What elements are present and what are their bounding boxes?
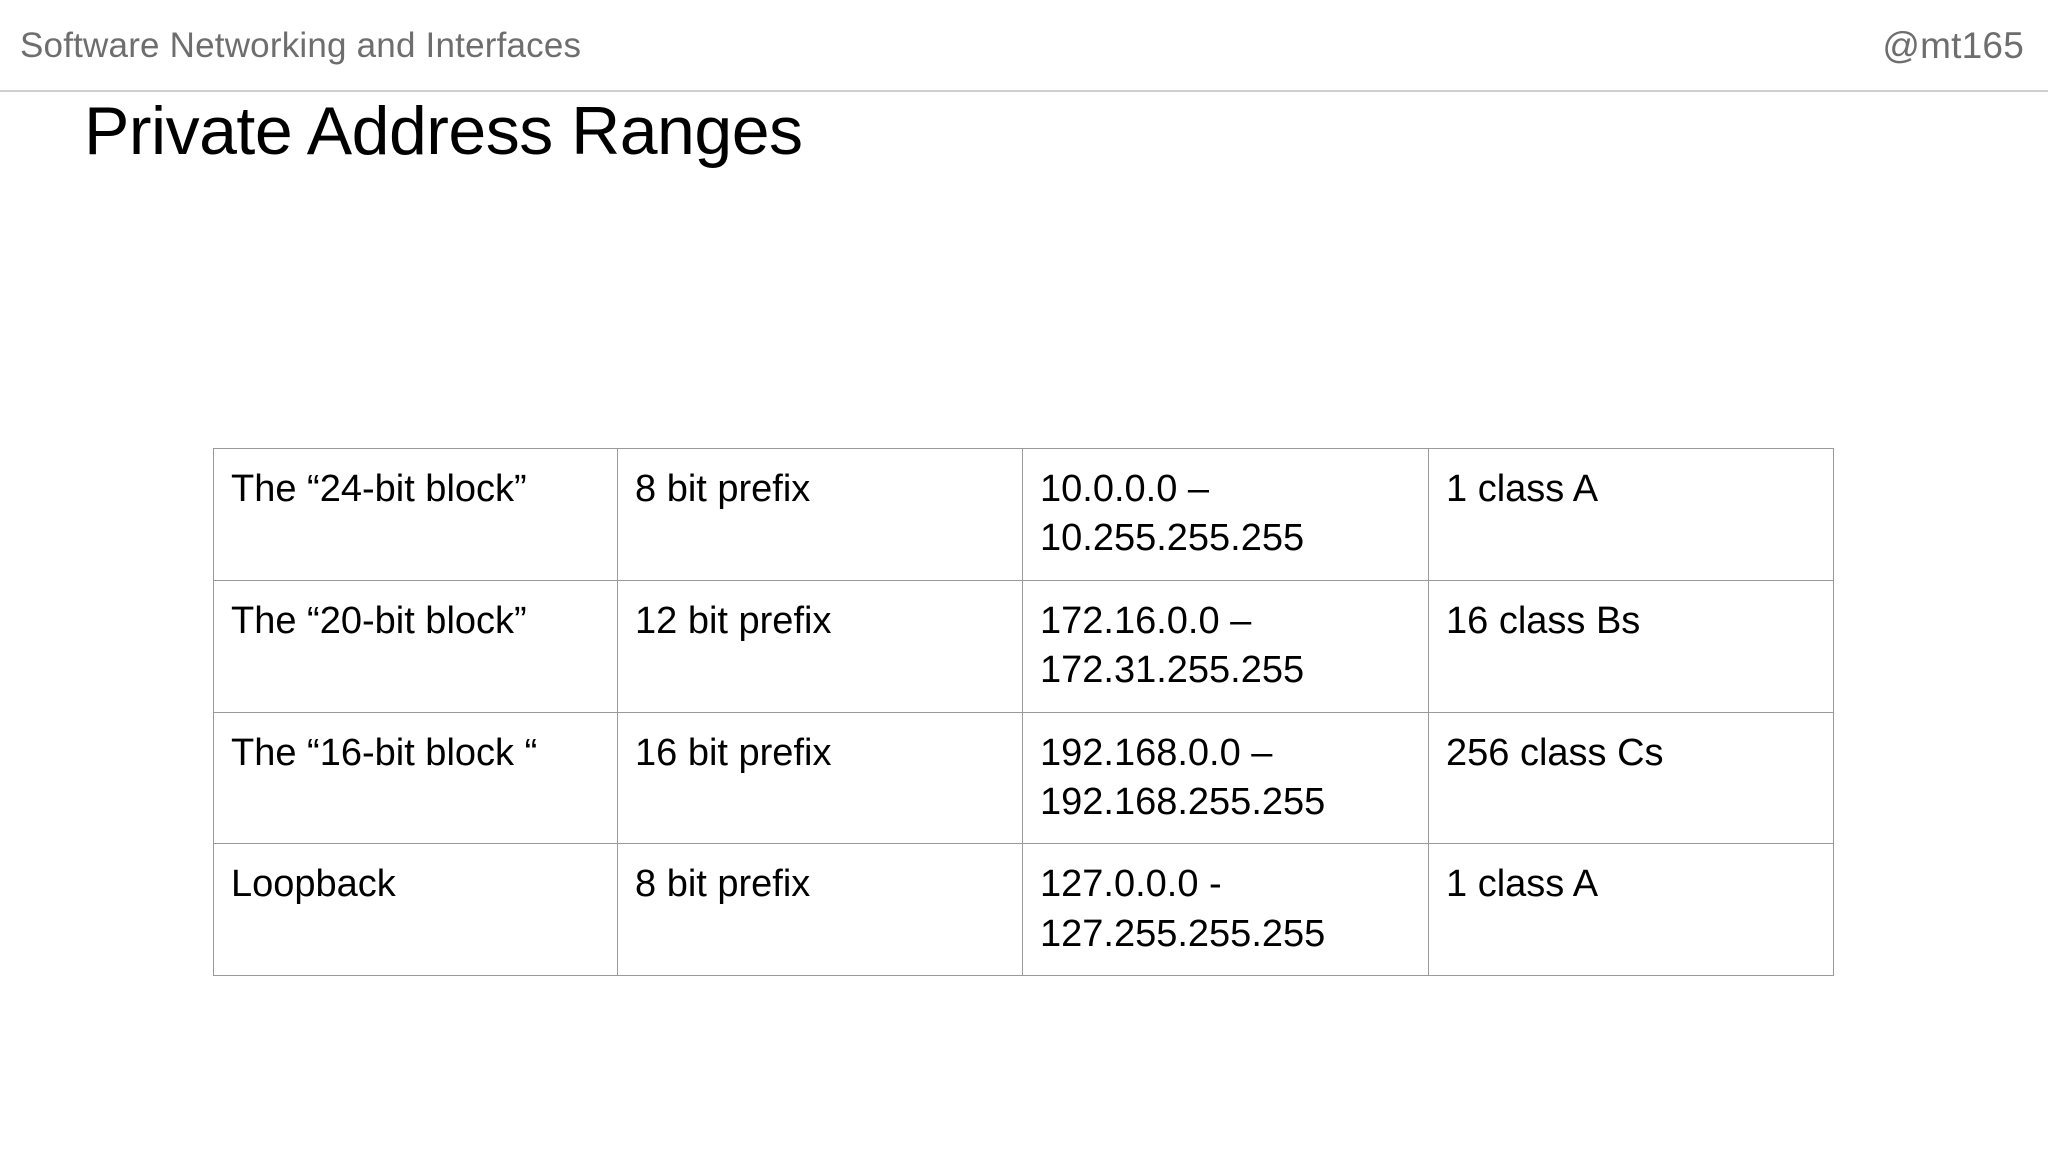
cell-block-name: Loopback — [213, 843, 618, 977]
cell-prefix: 12 bit prefix — [617, 579, 1023, 713]
cell-prefix: 16 bit prefix — [617, 711, 1023, 845]
cell-prefix: 8 bit prefix — [617, 448, 1023, 581]
table-row: The “20-bit block” 12 bit prefix 172.16.… — [213, 579, 1834, 713]
range-line-end: 192.168.255.255 — [1040, 780, 1326, 823]
author-handle: @mt165 — [1882, 24, 2024, 66]
cell-class-count: 1 class A — [1428, 843, 1834, 977]
cell-prefix: 8 bit prefix — [617, 843, 1023, 977]
table-row: Loopback 8 bit prefix 127.0.0.0 - 127.25… — [213, 843, 1834, 977]
table-row: The “16-bit block “ 16 bit prefix 192.16… — [213, 711, 1834, 845]
cell-class-count: 16 class Bs — [1428, 579, 1834, 713]
cell-block-name: The “20-bit block” — [213, 579, 618, 713]
range-line-end: 10.255.255.255 — [1040, 517, 1305, 560]
cell-range: 127.0.0.0 - 127.255.255.255 — [1022, 843, 1429, 977]
range-line-start: 127.0.0.0 - — [1040, 863, 1222, 906]
range-line-end: 172.31.255.255 — [1040, 649, 1305, 692]
slide-header: Software Networking and Interfaces @mt16… — [0, 0, 2048, 92]
range-line-start: 10.0.0.0 – — [1040, 468, 1210, 510]
cell-range: 172.16.0.0 – 172.31.255.255 — [1022, 579, 1429, 713]
range-line-end: 127.255.255.255 — [1040, 912, 1326, 955]
course-title: Software Networking and Interfaces — [20, 25, 582, 65]
range-line-start: 172.16.0.0 – — [1040, 599, 1252, 642]
page-title: Private Address Ranges — [84, 93, 803, 169]
private-address-ranges-table: The “24-bit block” 8 bit prefix 10.0.0.0… — [213, 448, 1834, 977]
cell-block-name: The “16-bit block “ — [213, 711, 618, 845]
range-line-start: 192.168.0.0 – — [1040, 731, 1273, 774]
cell-block-name: The “24-bit block” — [213, 448, 618, 581]
cell-class-count: 256 class Cs — [1428, 711, 1834, 845]
table-row: The “24-bit block” 8 bit prefix 10.0.0.0… — [213, 448, 1834, 581]
cell-range: 192.168.0.0 – 192.168.255.255 — [1022, 711, 1429, 845]
cell-range: 10.0.0.0 – 10.255.255.255 — [1022, 448, 1429, 581]
cell-class-count: 1 class A — [1428, 448, 1834, 581]
